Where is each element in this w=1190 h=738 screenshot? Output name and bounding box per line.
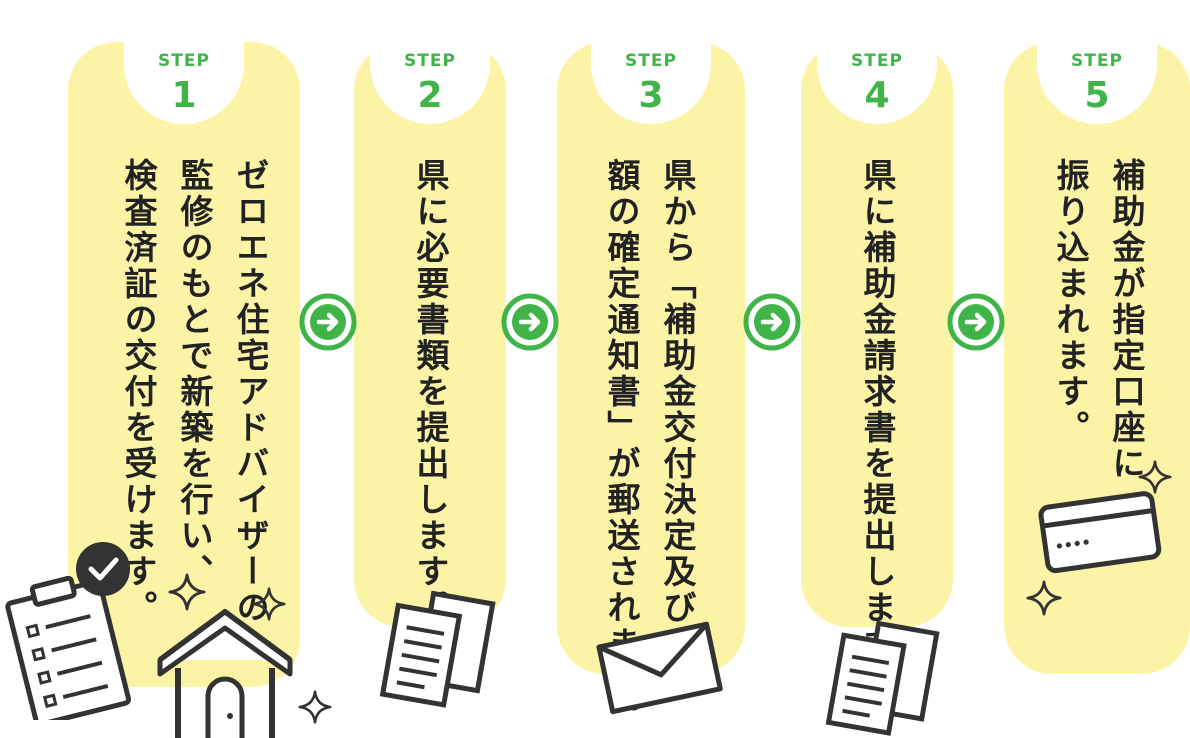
sparkle-icon bbox=[1026, 580, 1062, 616]
step-card-5: STEP 5 補助金が指定口座に 振り込まれます。 bbox=[1004, 42, 1190, 674]
documents-icon bbox=[379, 590, 496, 708]
arrow-right-circle-icon bbox=[501, 293, 559, 351]
step-label: STEP bbox=[404, 51, 456, 71]
envelope-icon bbox=[596, 621, 723, 715]
step-card-4: STEP 4 県に補助金請求書を提出します。 bbox=[801, 42, 953, 698]
step-label: STEP bbox=[1071, 51, 1123, 71]
step-label: STEP bbox=[851, 51, 903, 71]
step-number: 1 bbox=[171, 75, 197, 116]
sparkle-icon bbox=[252, 587, 286, 621]
step-label: STEP bbox=[158, 51, 210, 71]
step-number: 2 bbox=[417, 75, 443, 116]
checklist-clipboard-icon bbox=[5, 542, 132, 720]
step-number: 3 bbox=[638, 75, 664, 116]
step-card-3: STEP 3 県から「補助金交付決定及び 額の確定通知書」が郵送されます。 bbox=[557, 42, 745, 734]
step-text: 県から「補助金交付決定及び 額の確定通知書」が郵送されます。 bbox=[602, 158, 697, 734]
step-label: STEP bbox=[625, 51, 677, 71]
arrow-right-circle-icon bbox=[947, 293, 1005, 351]
house-icon bbox=[157, 609, 293, 738]
documents-icon bbox=[825, 620, 940, 736]
step-card-1: STEP 1 ゼロエネ住宅アドバイザーの 監修のもとで新築を行い、 検査済証の交… bbox=[68, 42, 300, 687]
arrow-right-circle-icon bbox=[299, 293, 357, 351]
bank-card-icon bbox=[1038, 491, 1162, 574]
sparkle-icon bbox=[1138, 460, 1172, 494]
sparkle-icon bbox=[168, 573, 206, 611]
step-text: ゼロエネ住宅アドバイザーの 監修のもとで新築を行い、 検査済証の交付を受けます。 bbox=[119, 158, 270, 626]
step-text: 補助金が指定口座に 振り込まれます。 bbox=[1051, 158, 1146, 482]
step-number: 5 bbox=[1084, 75, 1110, 116]
step-text: 県に必要書類を提出します。 bbox=[411, 158, 450, 626]
step-text: 県に補助金請求書を提出します。 bbox=[858, 158, 897, 698]
step-card-2: STEP 2 県に必要書類を提出します。 bbox=[354, 42, 506, 627]
step-number: 4 bbox=[864, 75, 890, 116]
arrow-right-circle-icon bbox=[743, 293, 801, 351]
sparkle-icon bbox=[298, 690, 332, 724]
